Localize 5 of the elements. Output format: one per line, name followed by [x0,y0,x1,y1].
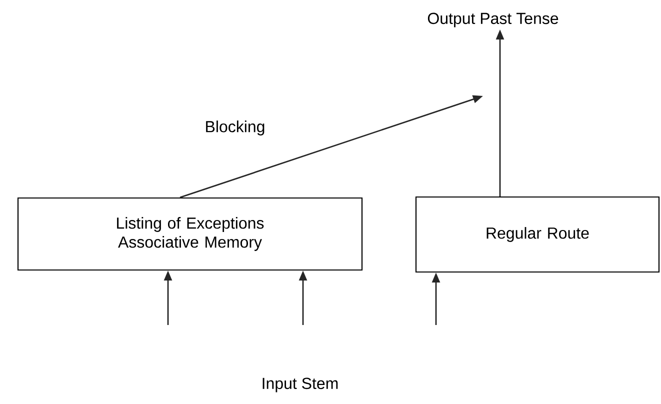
input-label: Input Stem [262,378,338,392]
edge-label: Blocking [204,120,266,136]
process-box: Regular Route [415,196,660,273]
process-box: Listing of Exceptions Associative Memory [17,197,363,271]
output-label: Output Past Tense [428,12,558,28]
